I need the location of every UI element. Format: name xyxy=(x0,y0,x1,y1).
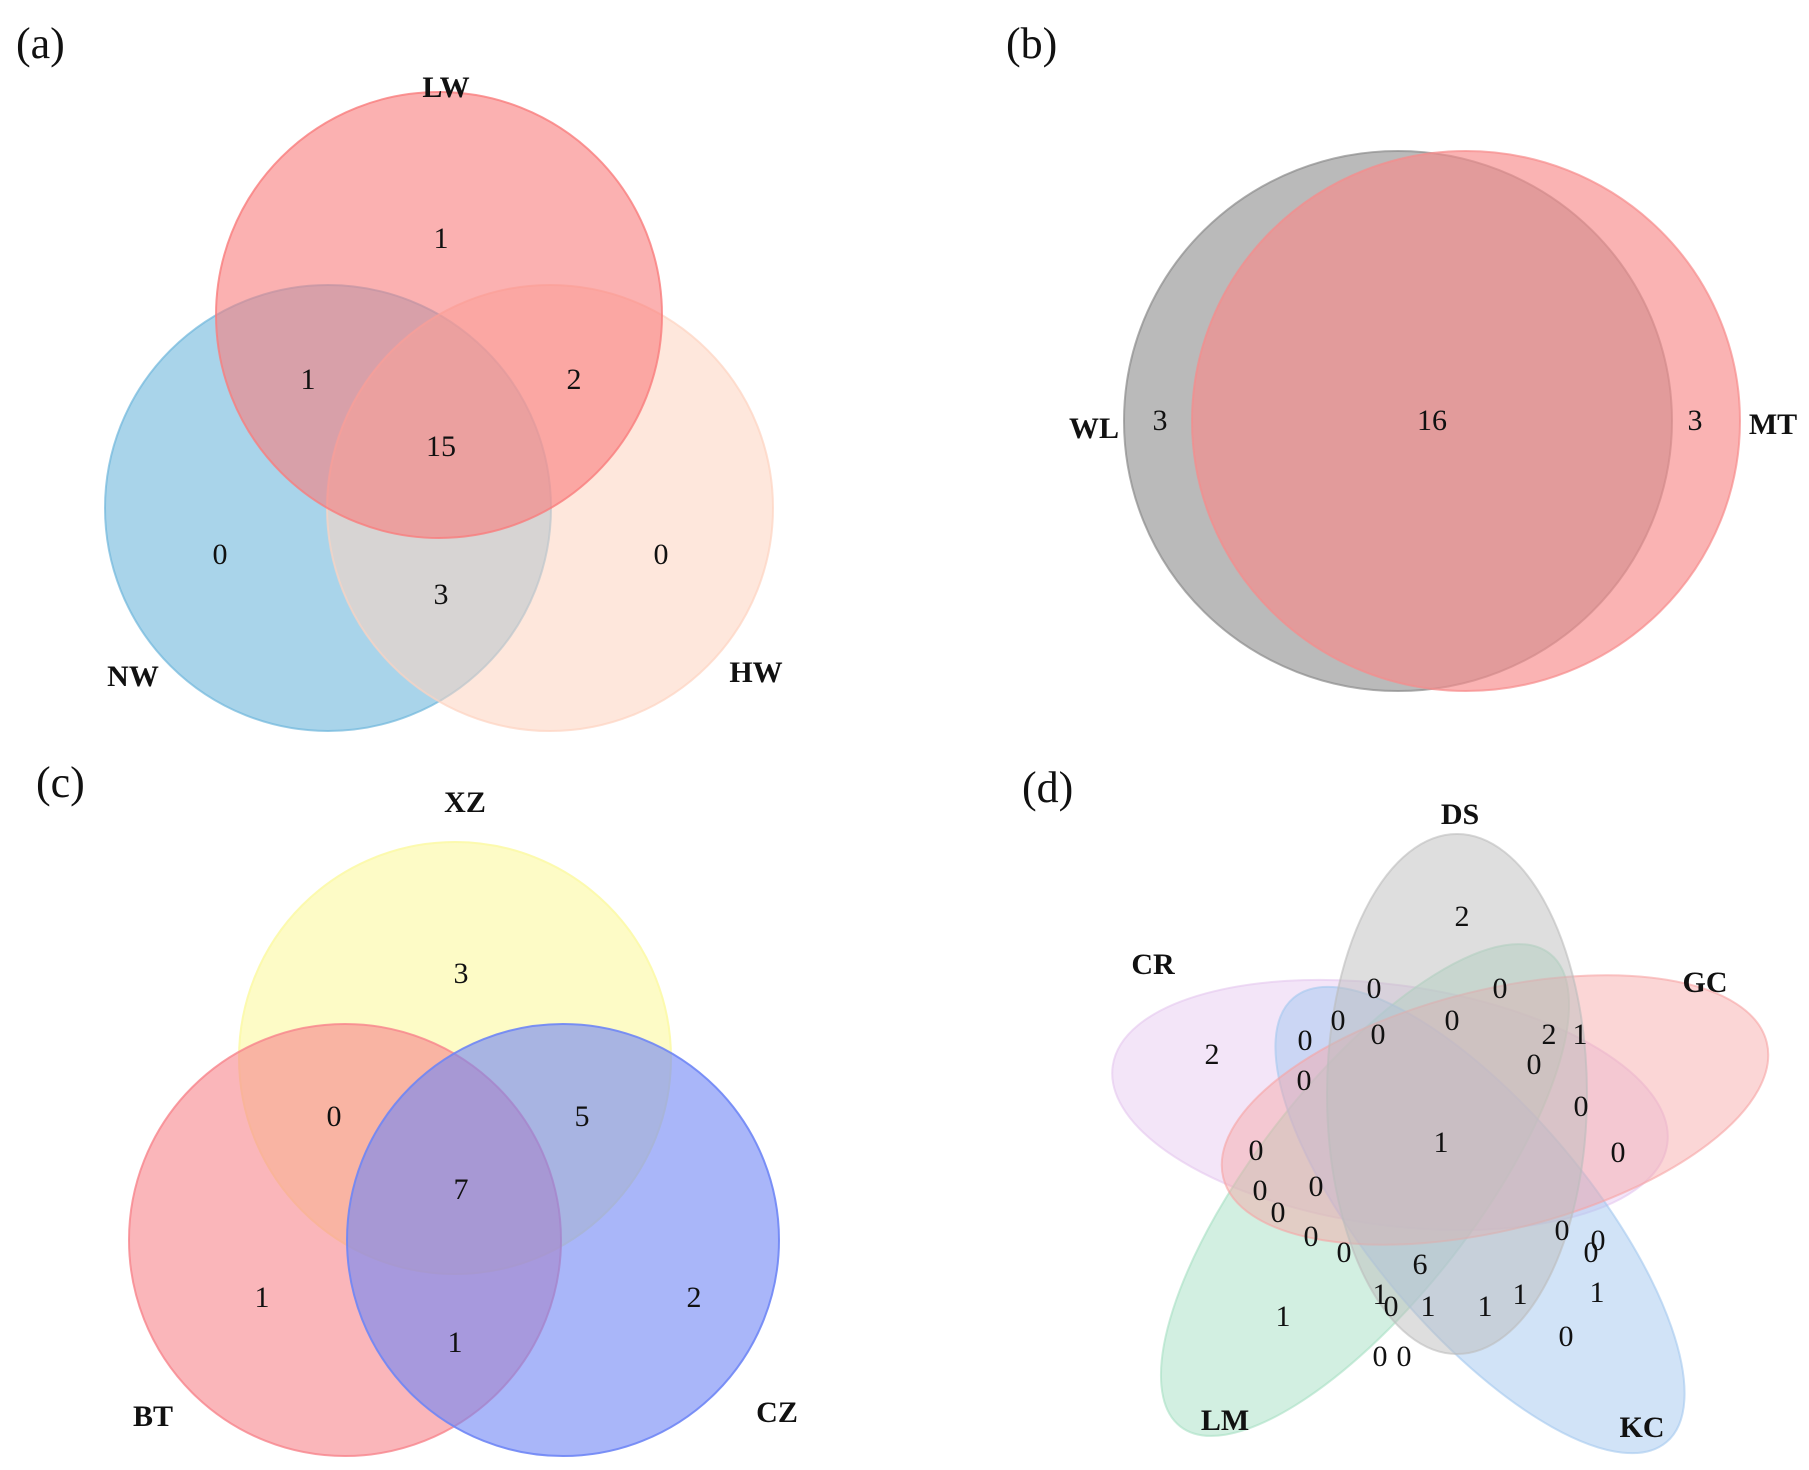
region-count: 0 xyxy=(1384,1290,1399,1323)
region-count: 0 xyxy=(1371,1018,1386,1051)
region-count: 0 xyxy=(1591,1224,1606,1257)
region-count: 1 xyxy=(1513,1278,1528,1311)
count-cz-only: 2 xyxy=(687,1281,702,1314)
count-xz-cz: 5 xyxy=(575,1100,590,1133)
count-xz-only: 3 xyxy=(454,957,469,990)
region-count: 0 xyxy=(1331,1004,1346,1037)
set-nw-label: NW xyxy=(107,660,159,693)
region-count: 0 xyxy=(1309,1170,1324,1203)
count-all: 7 xyxy=(454,1173,469,1206)
region-count: 1 xyxy=(1373,1278,1388,1311)
set-bt-label: BT xyxy=(133,1400,173,1433)
set-gc-label: GC xyxy=(1683,966,1728,999)
count-lw-hw: 2 xyxy=(567,363,582,396)
panel-d-label: (d) xyxy=(1022,763,1073,812)
region-count: 2 xyxy=(1542,1018,1557,1051)
set-mt-label: MT xyxy=(1749,408,1797,441)
region-count: 0 xyxy=(1367,972,1382,1005)
count-lw-only: 1 xyxy=(434,222,449,255)
set-wl-label: WL xyxy=(1069,412,1119,445)
region-count: 2 xyxy=(1455,900,1470,933)
region-count: 0 xyxy=(1527,1048,1542,1081)
panel-b-label: (b) xyxy=(1006,19,1057,68)
region-count: 6 xyxy=(1413,1248,1428,1281)
region-count: 0 xyxy=(1373,1340,1388,1373)
set-cz-circle xyxy=(346,1023,780,1457)
region-count: 0 xyxy=(1253,1174,1268,1207)
region-count: 0 xyxy=(1304,1220,1319,1253)
set-hw-label: HW xyxy=(729,656,782,689)
region-count: 0 xyxy=(1297,1064,1312,1097)
set-ds-label: DS xyxy=(1441,798,1479,831)
panel-b: (b) WL MT 3 16 3 xyxy=(1006,19,1797,692)
region-count: 0 xyxy=(1337,1236,1352,1269)
count-bt-only: 1 xyxy=(255,1281,270,1314)
region-count: 1 xyxy=(1421,1290,1436,1323)
set-cz-label: CZ xyxy=(756,1396,798,1429)
count-nw-hw: 3 xyxy=(434,578,449,611)
region-count: 1 xyxy=(1434,1126,1449,1159)
region-count: 0 xyxy=(1584,1236,1599,1269)
set-lm-label: LM xyxy=(1201,1404,1249,1437)
region-count: 1 xyxy=(1573,1018,1588,1051)
set-cr-label: CR xyxy=(1131,948,1175,981)
panel-a: (a) LW NW HW 1 1 2 15 0 0 3 xyxy=(16,19,783,732)
count-mt-only: 3 xyxy=(1688,404,1703,437)
panel-c-label: (c) xyxy=(36,758,85,807)
set-lw-circle xyxy=(215,91,663,539)
region-count: 2 xyxy=(1205,1038,1220,1071)
count-hw-only: 0 xyxy=(654,538,669,571)
set-ds-ellipse xyxy=(1326,833,1588,1355)
region-count: 0 xyxy=(1574,1090,1589,1123)
count-lw-nw: 1 xyxy=(301,363,316,396)
count-all: 15 xyxy=(426,430,456,463)
region-count: 0 xyxy=(1559,1320,1574,1353)
region-count: 0 xyxy=(1271,1196,1286,1229)
region-count: 0 xyxy=(1555,1214,1570,1247)
panel-c: (c) XZ BT CZ 3 0 5 7 1 2 1 xyxy=(36,758,798,1457)
region-count: 0 xyxy=(1611,1136,1626,1169)
region-count: 1 xyxy=(1478,1290,1493,1323)
region-count: 0 xyxy=(1493,972,1508,1005)
count-xz-bt: 0 xyxy=(327,1100,342,1133)
region-count: 0 xyxy=(1445,1004,1460,1037)
set-xz-label: XZ xyxy=(444,786,486,819)
region-count: 0 xyxy=(1249,1134,1264,1167)
region-count: 1 xyxy=(1590,1276,1605,1309)
set-lw-label: LW xyxy=(422,71,469,104)
count-wl-only: 3 xyxy=(1153,404,1168,437)
count-both: 16 xyxy=(1417,404,1447,437)
count-nw-only: 0 xyxy=(213,538,228,571)
set-mt-circle xyxy=(1191,150,1741,692)
count-bt-cz: 1 xyxy=(448,1326,463,1359)
region-count: 1 xyxy=(1276,1300,1291,1333)
region-count: 0 xyxy=(1298,1024,1313,1057)
panel-a-label: (a) xyxy=(16,19,65,68)
region-count: 0 xyxy=(1397,1340,1412,1373)
set-kc-label: KC xyxy=(1620,1411,1665,1444)
